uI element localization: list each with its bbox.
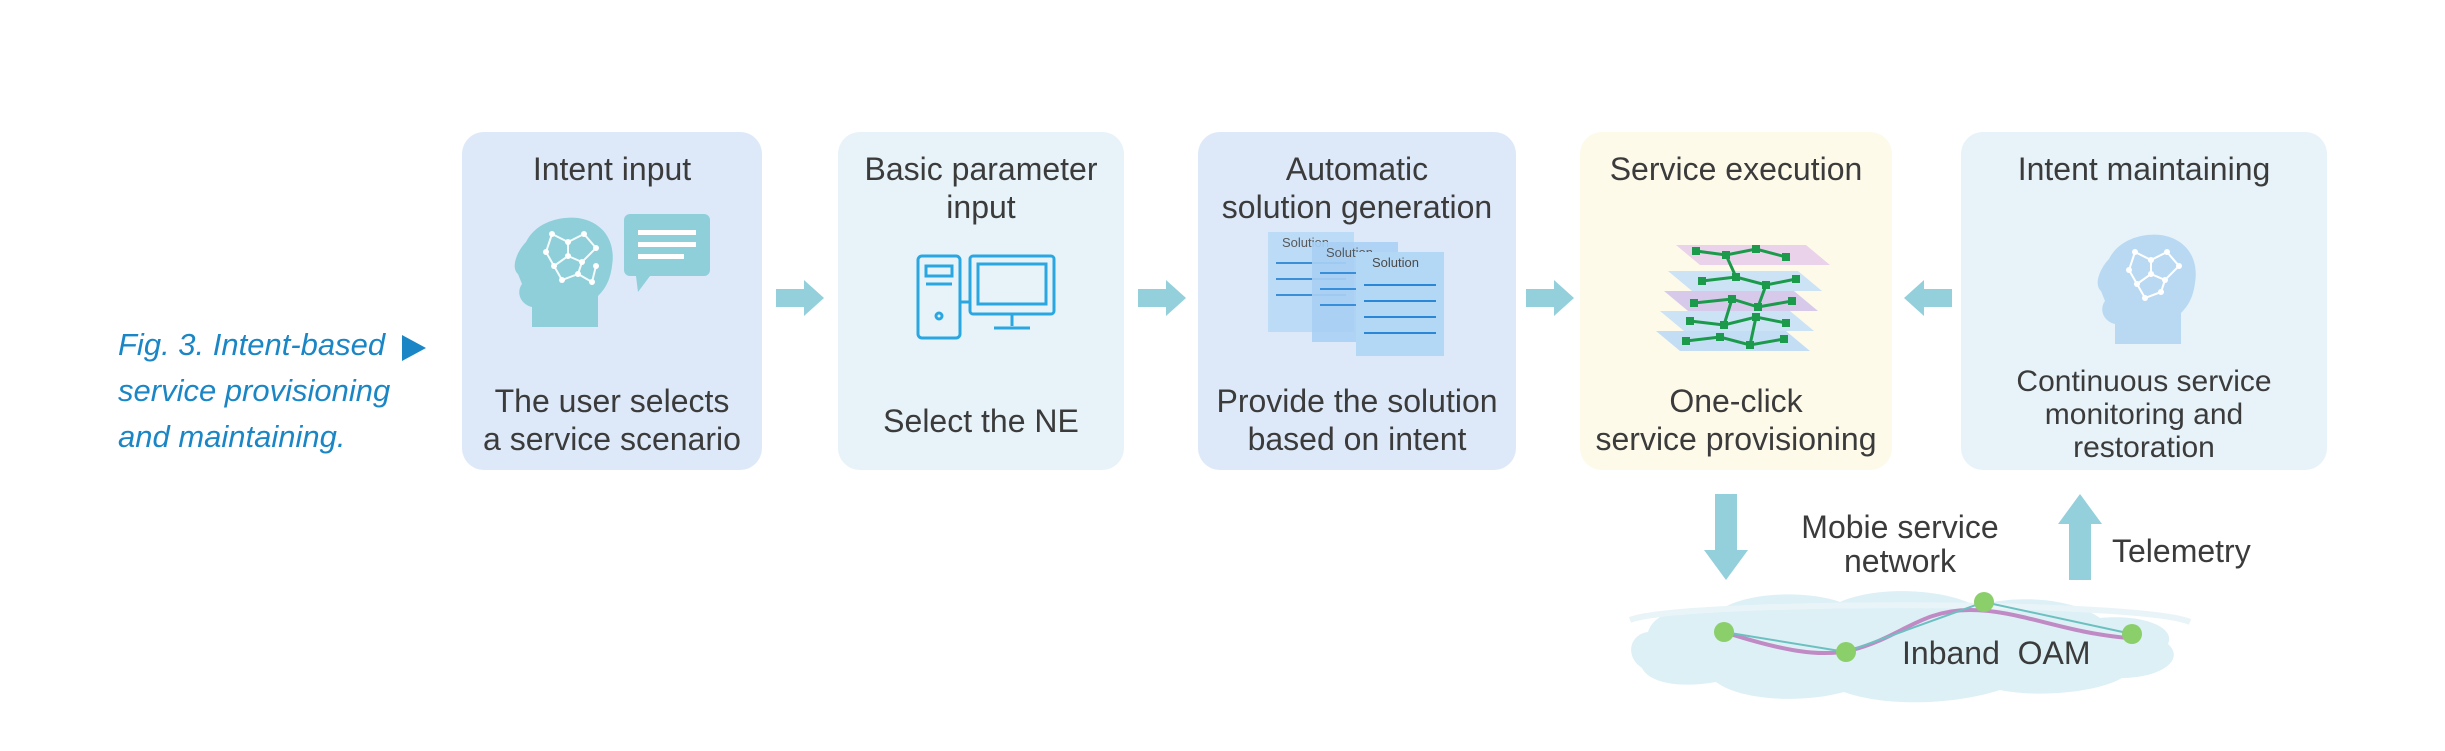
caption-line: and maintaining. [118,419,346,454]
caption-line: service provisioning [118,373,391,408]
solution-documents: Solution Solution Solution [1268,232,1468,362]
solution-document: Solution [1356,252,1444,356]
stage-description: Continuous service monitoring and restor… [2016,365,2272,464]
caption-triangle-icon [402,335,426,361]
down-arrow-icon [1704,494,1748,580]
caption-line: Fig. 3. Intent-based [118,327,386,362]
stage-title: Automatic solution generation [1221,151,1493,225]
stage-title: Intent maintaining [2017,151,2271,187]
network-label: Mobie service network [1801,509,1999,579]
stage-title: Service execution [1609,151,1863,187]
figure-caption: Fig. 3. Intent-based service provisionin… [118,322,448,460]
stage-title: Basic parameter input [864,151,1098,225]
network-node [1714,622,1734,642]
stage-title: Intent input [532,151,692,187]
network-node [2122,624,2142,644]
stage-intent-input: Intent input The user selects a service … [462,132,762,470]
network-cloud [1628,591,2192,703]
inband-oam-label: Inband OAM [1902,635,2091,671]
stage-automatic-solution-generation: Automatic solution generation Solution S… [1198,132,1516,470]
stage-description: One-click service provisioning [1595,383,1877,457]
head-chat-icon [514,214,710,327]
stage-intent-maintaining: Intent maintaining Continuous service mo… [1961,132,2327,470]
flow-arrow-icon [1138,280,1186,316]
network-node [1836,642,1856,662]
head-icon [2097,234,2196,344]
stage-description: The user selects a service scenario [483,383,741,457]
network-layers-icon [1656,245,1830,351]
stage-service-execution: Service execution One-click service prov… [1580,132,1892,470]
stage-description: Select the NE [883,403,1079,439]
telemetry-label: Telemetry [2112,533,2251,569]
up-arrow-icon [2058,494,2102,580]
network-node [1974,592,1994,612]
stage-basic-parameter-input: Basic parameter input Select the NE [838,132,1124,470]
computer-icon [916,254,1056,340]
flow-arrow-icon [1526,280,1574,316]
flow-arrow-icon [776,280,824,316]
flow-arrow-left-icon [1904,280,1952,316]
stage-description: Provide the solution based on intent [1216,383,1498,457]
